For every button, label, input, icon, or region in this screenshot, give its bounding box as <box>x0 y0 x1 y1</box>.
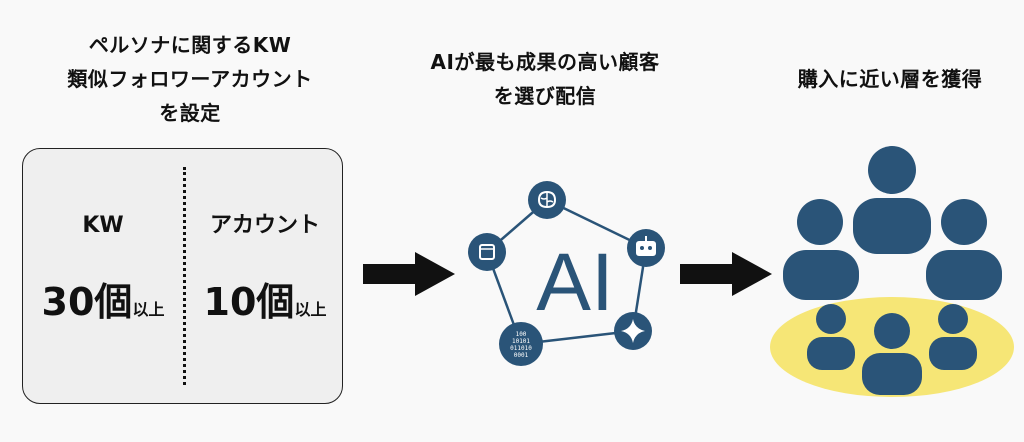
dotted-divider <box>183 167 186 385</box>
keyword-column: KW 30個以上 <box>23 211 183 326</box>
arrow-right-icon <box>363 252 455 296</box>
arrow-right-icon <box>680 252 772 296</box>
step-1-title: ペルソナに関するKW 類似フォロワーアカウント を設定 <box>20 28 360 130</box>
step-2-title-line: AIが最も成果の高い顧客 <box>430 50 660 74</box>
person-icon <box>926 199 1002 300</box>
brain-icon <box>528 181 566 219</box>
binary-data-icon: 100 10101 011010 0001 <box>499 322 543 366</box>
step-3-title: 購入に近い層を獲得 <box>765 62 1015 96</box>
binary-line: 100 <box>516 331 527 338</box>
account-label: アカウント <box>209 213 320 238</box>
step-2-title-line: を選び配信 <box>493 84 597 108</box>
keyword-label: KW <box>82 213 124 238</box>
ai-center-text: AI <box>536 237 613 328</box>
binary-line: 10101 <box>512 338 530 345</box>
audience-illustration <box>770 146 1014 397</box>
step-3-title-line: 購入に近い層を獲得 <box>797 67 983 91</box>
person-icon <box>783 199 859 300</box>
account-count-line: 10個以上 <box>185 271 345 326</box>
ai-network-diagram: AI 100 10101 011010 0001 <box>468 181 665 366</box>
binary-line: 0001 <box>514 352 529 359</box>
account-count-suffix: 以上 <box>294 300 327 319</box>
settings-box: KW 30個以上 アカウント 10個以上 <box>22 148 343 404</box>
keyword-count-line: 30個以上 <box>23 271 183 326</box>
person-icon <box>853 146 931 254</box>
selected-person-icon <box>862 313 922 395</box>
step-2-title: AIが最も成果の高い顧客 を選び配信 <box>395 45 695 113</box>
selected-person-icon <box>807 304 855 370</box>
keyword-count-suffix: 以上 <box>132 300 165 319</box>
robot-icon <box>627 229 665 267</box>
step-1-title-line: を設定 <box>159 101 221 125</box>
account-count: 10個 <box>203 280 295 324</box>
cube-icon <box>468 233 506 271</box>
step-1-title-line: 類似フォロワーアカウント <box>67 67 313 91</box>
sparkle-icon <box>614 312 652 350</box>
binary-line: 011010 <box>510 345 532 352</box>
account-column: アカウント 10個以上 <box>185 211 345 326</box>
selected-person-icon <box>929 304 977 370</box>
step-1-title-line: ペルソナに関するKW <box>88 33 292 57</box>
keyword-count: 30個 <box>41 280 133 324</box>
